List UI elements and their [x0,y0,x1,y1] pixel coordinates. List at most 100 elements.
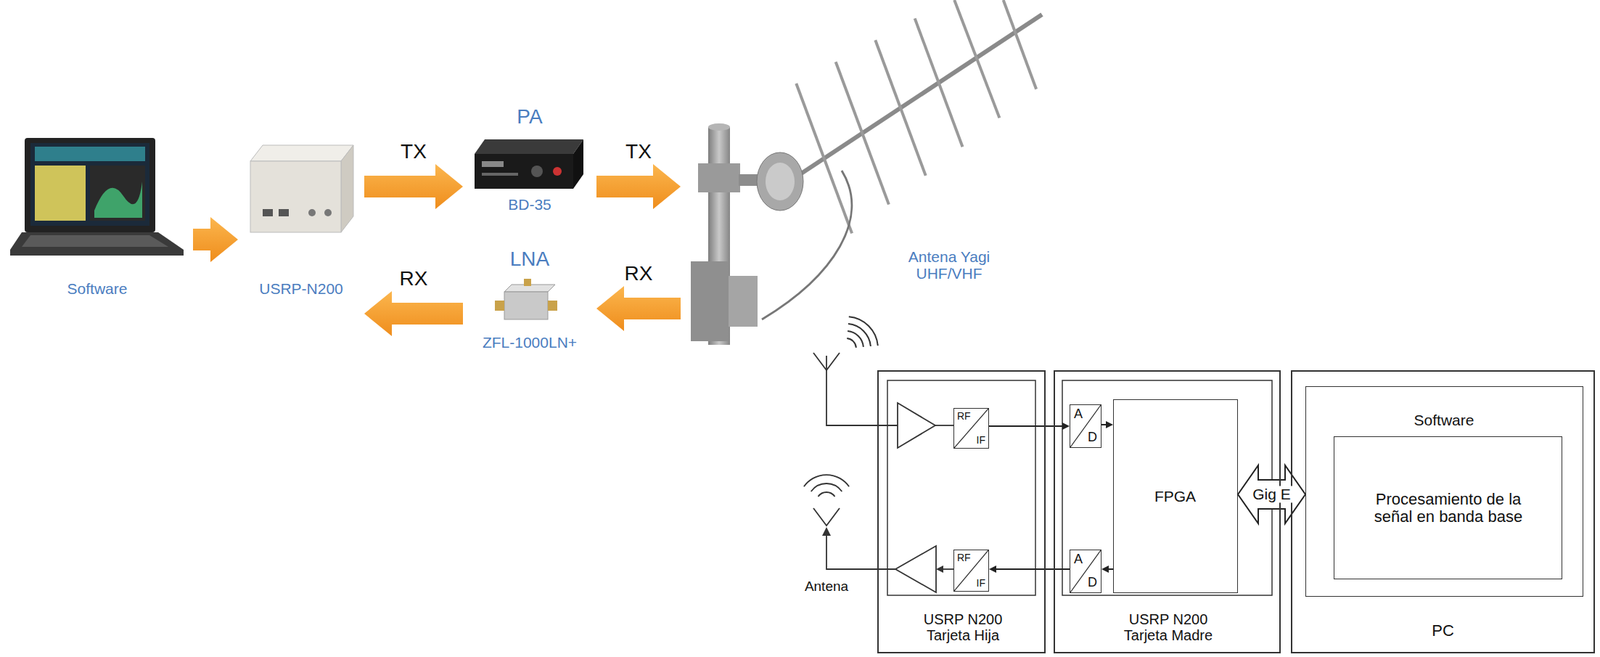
lna-connector [523,278,532,286]
bus-arrow [1237,465,1306,524]
lna-body [504,291,548,320]
antenna-symbol [813,507,840,526]
radio-waves [846,316,879,348]
laptop-keyboard [21,235,169,247]
connector [308,208,316,217]
node-label: RF [957,410,971,422]
antenna-element [915,18,963,147]
node-label: ZFL-1000LN+ [471,333,588,351]
wave [811,483,843,492]
node-label: USRP N200 Tarjeta Hija [908,610,1018,643]
wave [846,338,857,348]
signal-arrow [364,290,463,336]
power-amplifier-icon [474,139,584,189]
wave [848,323,871,347]
laptop-base [10,232,184,256]
signal-arrow [596,163,681,209]
laptop-screen-frame [24,137,156,233]
amplifier-symbol [897,402,936,448]
diagonal-line [1070,404,1101,447]
arrow-label: RX [622,262,656,286]
antenna-element [1003,0,1037,90]
node-label: Software [10,280,185,297]
usrp-device: USRP-N200 [246,130,356,349]
yagi-antenna-node: Antena Yagi UHF/VHF [689,0,1045,313]
arrow-label: TX [623,140,654,164]
power-amplifier: PA BD-35 [471,101,588,225]
mast-cap [708,123,730,131]
wire [826,535,896,569]
mast-bracket [728,275,758,327]
node-label: Procesamiento de la señal en banda base [1364,490,1532,526]
mast-clamp [698,163,741,193]
pc-box: PC SoftwareProcesamiento de la señal en b… [1290,370,1595,654]
connector [324,208,332,217]
yagi-antenna [690,0,1042,345]
lna-icon [494,278,558,320]
signal-line [1101,420,1114,429]
box-side [341,145,354,233]
software-node: Software [10,130,185,305]
signal-line [1101,565,1114,573]
node-label: BD-35 [471,195,588,213]
pa-front [474,153,574,189]
dac-box: AD [1069,549,1102,593]
node-label: RF [957,552,971,564]
node-label: A [1073,407,1083,422]
signal-line [989,565,1070,573]
diagonal-line [954,408,989,448]
screen-panel [34,146,146,162]
pa-detail [481,161,504,167]
mixer-box: RF IF [953,407,990,449]
software-frame: SoftwareProcesamiento de la señal en ban… [1305,386,1584,597]
motherboard: USRP N200 Tarjeta MadreADADFPGA [1053,370,1281,654]
antenna-label: Antena [804,579,849,595]
node-label: LNA [471,248,588,271]
arrow-label: Gig E [1250,485,1294,503]
arrowhead [822,526,831,536]
signal-arrow [364,163,463,209]
adc-box: AD [1069,404,1102,448]
pa-top [474,139,584,154]
board-frame [1062,380,1273,596]
antenna-element [954,0,1000,118]
signal-arrow [596,285,681,331]
wave [803,474,849,487]
wave [847,330,864,347]
arrow-label: TX [398,140,429,164]
node-label: D [1087,575,1098,590]
process-box: Procesamiento de la señal en banda base [1333,436,1563,580]
mixer-box: RFIF [953,549,990,592]
box-front [250,161,342,233]
low-noise-amplifier: LNA ZFL-1000LN+ [471,243,588,363]
mast-bracket [690,261,729,342]
board-frame [887,380,1036,596]
wire [935,424,955,426]
lna-connector [494,300,505,311]
box-top [250,145,354,162]
node-label: D [1087,430,1098,445]
antenna-element [875,39,926,176]
laptop-screen [30,142,150,226]
node-label: Antena Yagi UHF/VHF [891,248,1008,282]
arrow-label: RX [397,267,431,291]
node-label: IF [976,434,986,446]
pa-side [573,139,584,189]
node-label: FPGA [1113,487,1237,505]
node-label: PA [471,105,588,129]
node-label: Software [1306,411,1582,429]
wave [848,316,879,346]
screen-panel [34,165,86,221]
signal-line [989,422,1070,430]
port [278,208,289,217]
signal-arrow [193,216,239,262]
usrp-box-icon [250,145,354,233]
rx-wiring [813,352,955,426]
node-label: USRP-N200 [246,280,356,297]
antenna-element [835,61,889,204]
amplifier-symbol [895,545,937,593]
node-label: PC [1292,621,1594,640]
pa-knob [531,165,543,178]
diagonal-line [954,550,989,591]
